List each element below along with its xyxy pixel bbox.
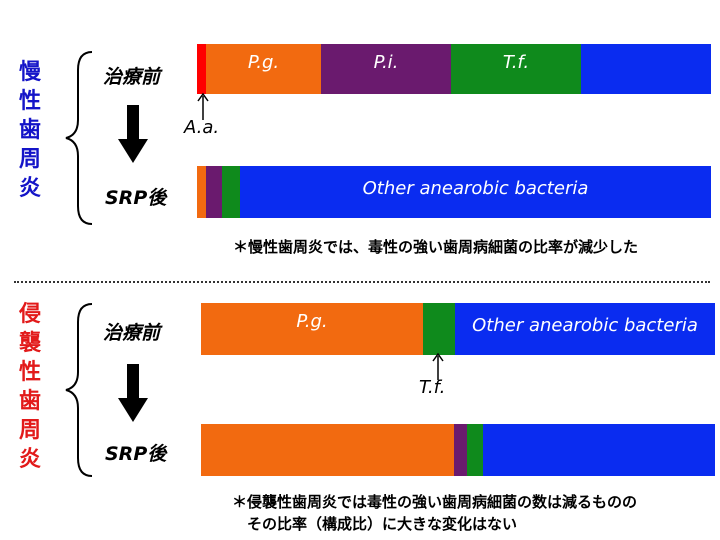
tf-label: T.f.: [419, 377, 446, 398]
chronic-periodontitis-label: 慢 性 歯 周 炎: [18, 60, 41, 201]
chronic-down-arrow: [118, 105, 148, 163]
chronic-before-segment-pi: P.i.: [321, 44, 451, 94]
chronic-before-segment-aa: [197, 44, 206, 94]
aggressive-down-arrow: [118, 364, 148, 422]
aggressive-after-segment-tf: [467, 424, 483, 476]
aggressive-after-bar: [201, 424, 715, 476]
aggressive-before-label: 治療前: [103, 322, 161, 344]
aggressive-before-segment-label-pg: P.g.: [296, 311, 328, 332]
aggressive-brace: [65, 303, 93, 477]
chronic-before-bar: P.g. P.i. T.f.: [197, 44, 711, 94]
chronic-before-segment-label-pi: P.i.: [373, 52, 399, 73]
chronic-after-label: SRP後: [105, 187, 167, 209]
chronic-before-segment-other: [581, 44, 711, 94]
aggressive-note-line1: ＊侵襲性歯周炎では毒性の強い歯周病細菌の数は減るものの: [232, 493, 638, 511]
aa-pointer-arrow: [197, 92, 209, 120]
chronic-after-segment-other: Other anearobic bacteria: [240, 166, 711, 218]
chronic-note: ＊慢性歯周炎では、毒性の強い歯周病細菌の比率が減少した: [233, 238, 639, 256]
aggressive-after-segment-pg: [201, 424, 454, 476]
chronic-after-segment-label-other: Other anearobic bacteria: [362, 178, 589, 199]
aggressive-periodontitis-label: 侵 襲 性 歯 周 炎: [18, 302, 41, 472]
chronic-before-segment-tf: T.f.: [451, 44, 581, 94]
chronic-before-segment-label-pg: P.g.: [247, 52, 280, 73]
chronic-before-segment-label-tf: T.f.: [502, 52, 530, 73]
aa-label: A.a.: [184, 117, 220, 138]
chronic-after-bar: Other anearobic bacteria: [197, 166, 711, 218]
section-divider: [14, 281, 710, 283]
chronic-after-segment-tf: [222, 166, 240, 218]
aggressive-after-segment-pi: [454, 424, 467, 476]
chronic-before-segment-pg: P.g.: [206, 44, 321, 94]
chronic-after-segment-pi: [206, 166, 222, 218]
chronic-before-label: 治療前: [103, 66, 161, 88]
aggressive-before-segment-tf: [423, 303, 455, 355]
aggressive-after-label: SRP後: [105, 443, 167, 465]
tf-pointer-arrow: [432, 352, 444, 380]
aggressive-before-segment-pg: P.g.: [201, 303, 423, 355]
aggressive-before-segment-label-other: Other anearobic bacteria: [472, 315, 698, 336]
aggressive-note-line2: その比率（構成比）に大きな変化はない: [247, 515, 518, 533]
aggressive-before-segment-other: Other anearobic bacteria: [455, 303, 715, 355]
aggressive-after-segment-other: [483, 424, 715, 476]
chronic-brace: [65, 51, 93, 225]
aggressive-note: ＊侵襲性歯周炎では毒性の強い歯周病細菌の数は減るものの その比率（構成比）に大き…: [232, 491, 637, 535]
aggressive-before-bar: P.g. Other anearobic bacteria: [201, 303, 715, 355]
chronic-after-segment-pg: [197, 166, 206, 218]
